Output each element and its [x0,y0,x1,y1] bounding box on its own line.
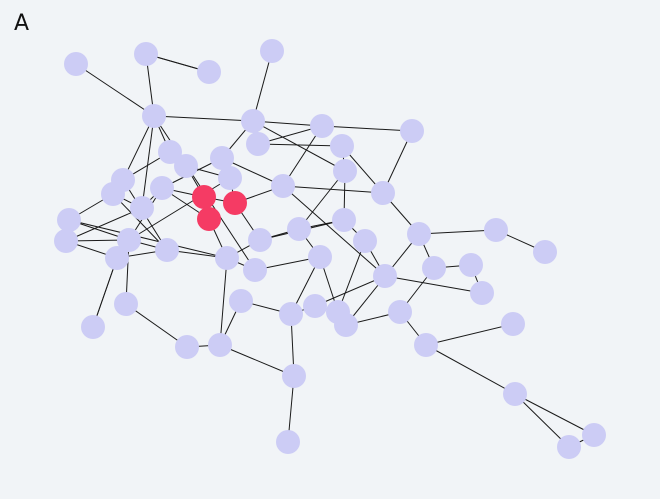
graph-node [334,313,358,337]
graph-edge [425,344,516,395]
graph-edge [125,303,188,348]
graph-node [332,208,356,232]
highlighted-graph-node [197,207,221,231]
graph-edge [418,229,497,235]
graph-edge [384,275,483,294]
graph-node [57,208,81,232]
graph-edge [257,143,343,147]
graph-node [64,52,88,76]
graph-node [287,217,311,241]
graph-node [142,104,166,128]
graph-node [282,364,306,388]
graph-node [557,435,581,459]
graph-edge [141,115,155,209]
graph-node [101,182,125,206]
graph-node [54,229,78,253]
graph-edge [68,219,228,259]
graph-edge [337,240,366,313]
graph-edge [282,185,384,194]
node-layer [54,39,606,459]
graph-node [246,132,270,156]
graph-node [400,119,424,143]
graph-edge [65,207,143,242]
graph-node [197,60,221,84]
graph-node [388,300,412,324]
graph-edge [514,393,595,436]
graph-node [582,423,606,447]
graph-node [373,264,397,288]
graph-node [155,238,179,262]
graph-node [459,253,483,277]
graph-node [174,154,198,178]
graph-node [150,176,174,200]
graph-node [243,258,267,282]
graph-node [175,335,199,359]
highlighted-graph-node [223,191,247,215]
graph-edge [219,257,228,346]
graph-node [308,245,332,269]
graph-node [330,134,354,158]
graph-edge [112,193,168,251]
graph-node [303,294,327,318]
graph-node [105,246,129,270]
graph-node [279,302,303,326]
graph-node [248,228,272,252]
graph-node [353,229,377,253]
graph-node [503,382,527,406]
highlighted-graph-node [192,185,216,209]
graph-edge [92,257,118,328]
graph-edge [252,50,273,122]
graph-node [114,292,138,316]
graph-node [310,114,334,138]
graph-node [241,109,265,133]
graph-node [271,174,295,198]
graph-edge [252,120,346,172]
graph-node [501,312,525,336]
graph-node [260,39,284,63]
graph-node [158,140,182,164]
graph-node [533,240,557,264]
graph-node [229,289,253,313]
graph-node [470,281,494,305]
graph-edge [153,115,254,122]
graph-edge [219,344,295,377]
graph-edge [321,125,413,132]
graph-node [208,333,232,357]
graph-node [218,166,242,190]
graph-edge [425,323,514,346]
graph-node [210,146,234,170]
graph-edge [514,393,570,448]
graph-node [130,196,154,220]
graph-node [81,315,105,339]
graph-node [414,333,438,357]
graph-node [276,430,300,454]
graph-node [371,181,395,205]
graph-node [117,228,141,252]
graph-edge [128,177,231,241]
graph-node [407,222,431,246]
graph-edge [282,185,386,277]
graph-edge [298,170,346,230]
graph-node [484,218,508,242]
graph-edge [75,63,155,117]
graph-node [333,159,357,183]
graph-node [422,256,446,280]
graph-edge [314,275,386,307]
panel-label: A [14,11,30,36]
graph-node [215,246,239,270]
graph-node [134,42,158,66]
